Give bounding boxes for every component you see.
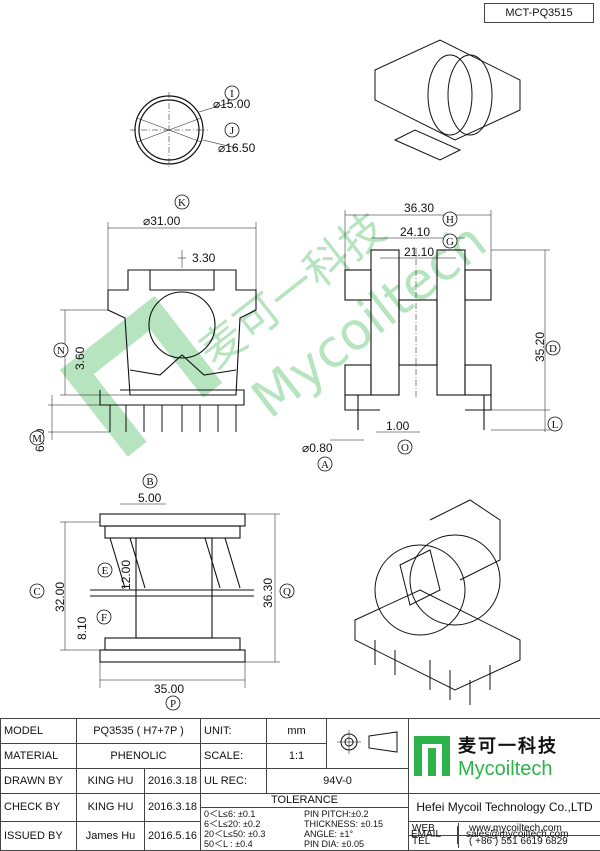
callouts <box>29 85 563 711</box>
callout-l: L <box>552 419 559 431</box>
title-block: MODEL PQ3535 ( H7+7P ) UNIT: mm <box>0 718 600 851</box>
dim-inner-diameter: ⌀15.00 <box>213 97 251 111</box>
tel-label: TEL <box>410 836 460 849</box>
callout-g: G <box>446 236 454 248</box>
mycoiltech-logo-icon <box>414 736 451 776</box>
issued-by-date: 2016.5.16 <box>143 820 202 851</box>
company-name: Hefei Mycoil Technology Co.,LTD <box>408 793 600 822</box>
iso-view-top <box>374 39 521 161</box>
scale-value: 1:1 <box>266 743 328 769</box>
part-tag: MCT-PQ3515 <box>484 3 594 23</box>
callout-b: B <box>146 476 153 488</box>
callout-o: O <box>401 442 409 454</box>
callout-a: A <box>321 459 329 471</box>
technical-drawing: 麦可一科技 Mycoiltech ⌀15.00 ⌀16.50 <box>29 39 563 711</box>
drawn-by-label: DRAWN BY <box>0 768 77 794</box>
side-view <box>330 210 550 441</box>
tolerance-label: TOLERANCE <box>201 795 408 808</box>
brand-cn: 麦可一科技 <box>458 735 559 757</box>
tolerance-pin-pitch: PIN PITCH:±0.2 <box>304 809 369 819</box>
drawn-by-name: KING HU <box>76 768 145 794</box>
tolerance-range-3: 20＜L≤50: ±0.3 <box>204 829 266 839</box>
callout-i: I <box>230 88 234 100</box>
dim-window-offset: 8.10 <box>75 616 89 640</box>
dim-base-width: 35.00 <box>154 682 184 696</box>
ul-rec-value: 94V-0 <box>266 768 410 794</box>
drawn-by-date: 2016.3.18 <box>143 768 202 794</box>
email-value[interactable]: sales@mycoiltech.com <box>466 829 569 840</box>
tolerance-angle: ANGLE: ±1° <box>304 829 354 839</box>
dim-pin-diameter: ⌀0.80 <box>302 441 333 455</box>
model-label: MODEL <box>0 718 77 744</box>
material-label: MATERIAL <box>0 743 77 769</box>
dim-side-height: 35.20 <box>533 332 547 362</box>
tolerance-thickness: THICKNESS: ±0.15 <box>304 819 383 829</box>
projection-symbol-icon <box>326 718 410 769</box>
callout-h: H <box>446 214 454 226</box>
dim-flange-width: ⌀31.00 <box>143 214 181 228</box>
tube-section-view <box>130 92 237 168</box>
check-by-date: 2016.3.18 <box>143 793 202 822</box>
issued-by-label: ISSUED BY <box>0 820 77 851</box>
dim-base-step: 3.60 <box>73 346 87 370</box>
check-by-label: CHECK BY <box>0 793 77 822</box>
material-value: PHENOLIC <box>75 743 202 769</box>
callout-q: Q <box>283 586 291 598</box>
unit-label: UNIT: <box>200 718 268 744</box>
callout-f: F <box>101 612 107 624</box>
brand-logo: 麦可一科技 Mycoiltech <box>408 718 600 794</box>
dim-outer-diameter: ⌀16.50 <box>218 141 256 155</box>
email-row: EMAIL sales@mycoiltech.com <box>408 826 600 844</box>
tolerance-range-4: 50＜L : ±0.4 <box>204 839 253 849</box>
tolerance-pin-dia: PIN DIA: ±0.05 <box>304 839 364 849</box>
scale-label: SCALE: <box>200 743 268 769</box>
web-value[interactable]: www.mycoiltech.com <box>469 823 562 835</box>
callout-d: D <box>549 343 557 355</box>
tolerance-block: TOLERANCE 0＜L≤6: ±0.1 6＜L≤20: ±0.2 20＜L≤… <box>200 793 410 851</box>
callout-n: N <box>57 345 65 357</box>
front-view <box>48 222 257 440</box>
callout-j: J <box>230 125 235 137</box>
issued-by-name: James Hu <box>76 820 145 851</box>
dim-slot-pitch: 5.00 <box>138 491 162 505</box>
tolerance-range-1: 0＜L≤6: ±0.1 <box>204 809 256 819</box>
top-view <box>60 503 280 688</box>
ul-rec-label: UL REC: <box>200 768 268 794</box>
brand-en: Mycoiltech <box>458 757 553 780</box>
model-value: PQ3535 ( H7+7P ) <box>75 718 202 744</box>
dim-overall-height: 36.30 <box>261 578 275 608</box>
dim-body-height: 32.00 <box>53 582 67 612</box>
tel-value: ( +86 ) 551 6619 6829 <box>469 836 568 848</box>
dim-overall-width: 36.30 <box>404 201 434 215</box>
callout-c: C <box>33 586 40 598</box>
web-label: WEB <box>410 823 460 836</box>
callout-letters: I J K H G N D M L A O B E C F Q P <box>32 88 559 710</box>
dim-window-height: 12.00 <box>119 560 133 590</box>
iso-view-bottom <box>354 499 521 705</box>
email-label: EMAIL <box>408 826 458 844</box>
dim-winding-width: 21.10 <box>404 245 434 259</box>
unit-value: mm <box>266 718 328 744</box>
check-by-name: KING HU <box>76 793 145 822</box>
dim-slot-width: 3.30 <box>192 251 216 265</box>
tolerance-range-2: 6＜L≤20: ±0.2 <box>204 819 261 829</box>
dim-flange-thickness: 1.00 <box>386 419 410 433</box>
callout-m: M <box>32 433 42 445</box>
dim-flange-span: 24.10 <box>400 225 430 239</box>
callout-p: P <box>170 698 176 710</box>
callout-k: K <box>178 197 186 209</box>
callout-e: E <box>102 565 109 577</box>
